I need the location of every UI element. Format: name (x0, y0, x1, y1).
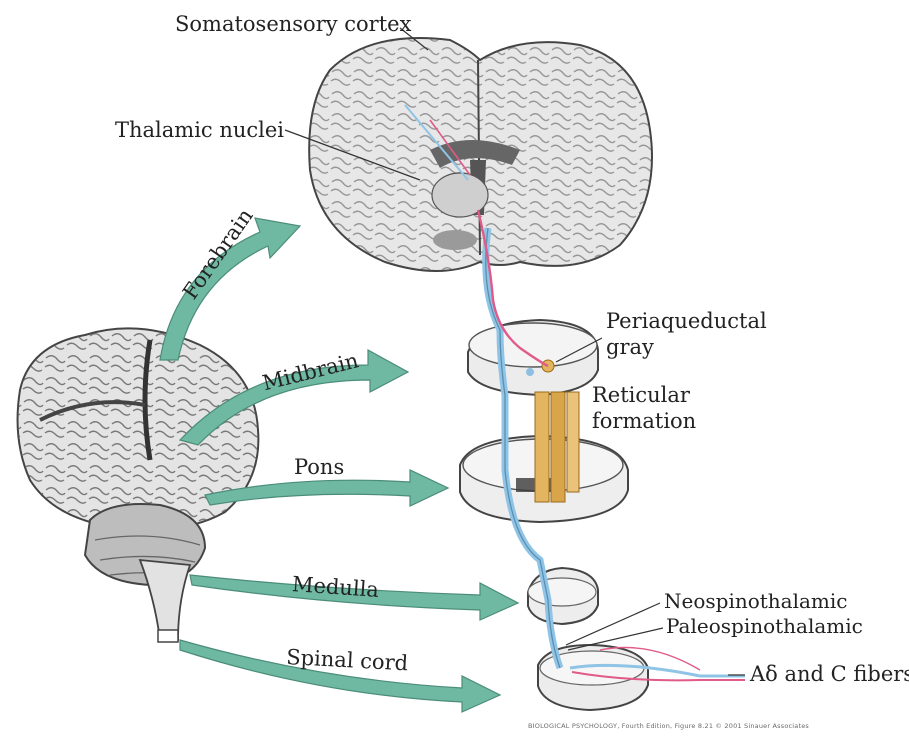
whole-brain (18, 328, 259, 642)
reticular-formation-label-line1: Reticular (592, 383, 690, 407)
periaqueductal-gray-label-line1: Periaqueductal (606, 309, 767, 333)
forebrain-section (309, 38, 652, 271)
brainstem (140, 560, 190, 640)
neospinothalamic-label: Neospinothalamic (664, 589, 848, 613)
reticular-formation-column (535, 392, 579, 502)
somatosensory-cortex-label: Somatosensory cortex (175, 12, 411, 36)
fibers-label: Aδ and C fibers (750, 662, 909, 686)
periaqueductal-gray-label-line2: gray (606, 335, 654, 359)
spinal-cord-segment (158, 630, 178, 642)
paleospinothalamic-label: Paleospinothalamic (666, 614, 863, 638)
thalamus (432, 173, 488, 217)
figure-credit: BIOLOGICAL PSYCHOLOGY, Fourth Edition, F… (528, 722, 809, 730)
medulla-section (528, 568, 598, 624)
pons-arrow-label: Pons (294, 455, 344, 479)
thalamic-nuclei-label: Thalamic nuclei (115, 118, 284, 142)
reticular-formation-label-line2: formation (592, 409, 696, 433)
